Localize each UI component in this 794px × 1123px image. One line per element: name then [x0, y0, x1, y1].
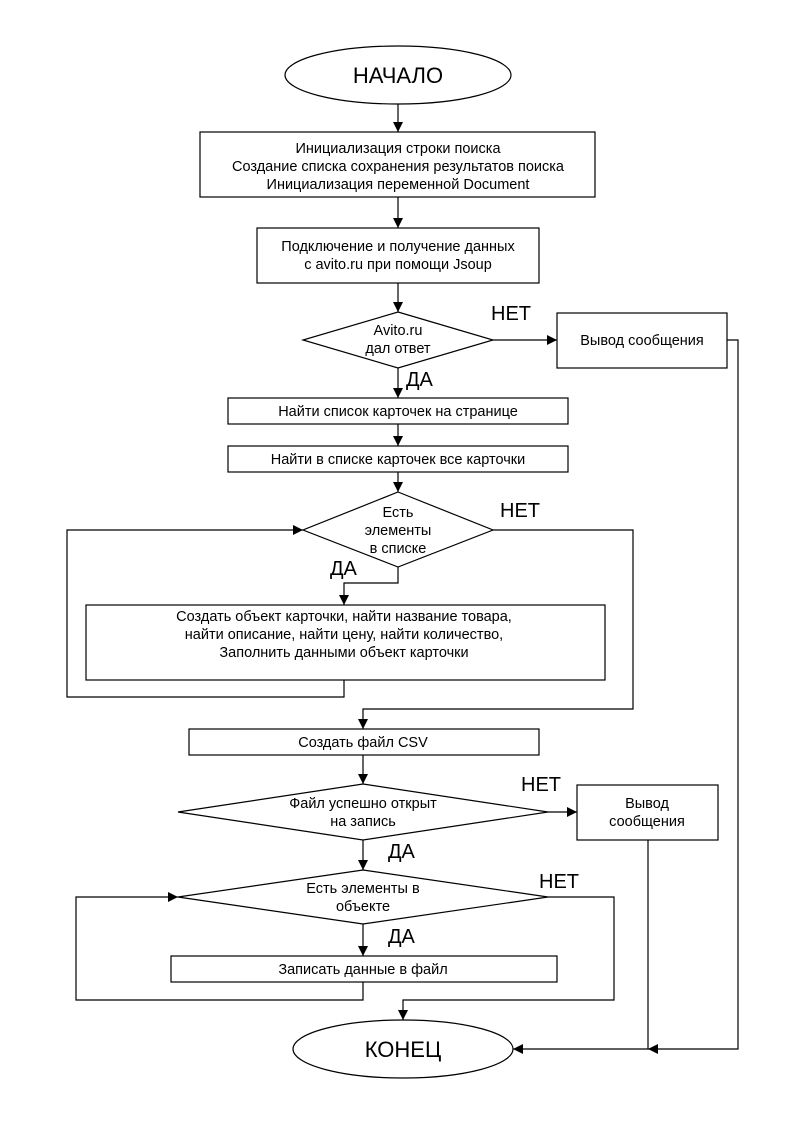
label-no-items: НЕТ	[500, 500, 540, 522]
create-csv-box	[188, 728, 540, 756]
message-2-line-1: Вывод	[625, 796, 669, 812]
message-1-text: Вывод сообщения	[580, 333, 704, 349]
arrow-loop-yes	[339, 567, 399, 605]
label-yes-items: ДА	[330, 558, 358, 580]
check-response-line-1: Avito.ru	[374, 323, 423, 339]
arrow-message2-to-end	[513, 840, 649, 1054]
has-object-items-diamond	[177, 869, 549, 925]
label-yes-object-items: ДА	[388, 926, 416, 948]
label-yes-file: ДА	[388, 841, 416, 863]
create-card-line-2: найти описание, найти цену, найти количе…	[185, 627, 503, 643]
create-csv-text: Создать файл CSV	[298, 735, 428, 751]
find-list-box	[227, 397, 569, 425]
label-no-file: НЕТ	[521, 774, 561, 796]
connect-box	[256, 227, 540, 284]
connect-line-2: с avito.ru при помощи Jsoup	[304, 257, 492, 273]
init-line-3: Инициализация переменной Document	[267, 177, 530, 193]
file-opened-line-1: Файл успешно открыт	[289, 796, 437, 812]
init-line-2: Создание списка сохранения результатов п…	[232, 159, 565, 175]
arrow-message1-to-end	[648, 339, 739, 1054]
check-response-diamond	[300, 311, 496, 369]
arrow-write-exit	[398, 896, 615, 1020]
check-response-line-2: дал ответ	[365, 341, 431, 357]
create-card-line-1: Создать объект карточки, найти название …	[176, 609, 512, 625]
write-file-text: Записать данные в файл	[278, 962, 447, 978]
connect-line-1: Подключение и получение данных	[281, 239, 515, 255]
arrow-write-loop-back	[75, 892, 364, 1001]
create-card-line-3: Заполнить данными объект карточки	[219, 645, 468, 661]
has-object-items-line-2: объекте	[336, 899, 390, 915]
message-box-2	[576, 784, 719, 841]
start-label: НАЧАЛО	[353, 63, 443, 88]
message-box-1	[556, 312, 728, 369]
arrow-loop-back	[66, 525, 345, 698]
file-opened-diamond	[177, 783, 549, 841]
label-no-object-items: НЕТ	[539, 871, 579, 893]
has-object-items-line-1: Есть элементы в	[306, 881, 420, 897]
end-label: КОНЕЦ	[365, 1037, 442, 1062]
message-2-line-2: сообщения	[609, 814, 685, 830]
has-items-line-1: Есть	[383, 505, 414, 521]
arrow-loop-exit	[358, 529, 634, 729]
init-line-1: Инициализация строки поиска	[295, 141, 501, 157]
label-no-response: НЕТ	[491, 303, 531, 325]
create-card-box	[85, 604, 606, 681]
has-items-line-3: в списке	[370, 541, 427, 557]
init-box	[199, 131, 596, 198]
file-opened-line-2: на запись	[330, 814, 396, 830]
find-list-text: Найти список карточек на странице	[278, 404, 518, 420]
find-cards-text: Найти в списке карточек все карточки	[271, 452, 525, 468]
has-items-line-2: элементы	[365, 523, 432, 539]
label-yes-response: ДА	[406, 369, 434, 391]
write-file-box	[170, 955, 558, 983]
